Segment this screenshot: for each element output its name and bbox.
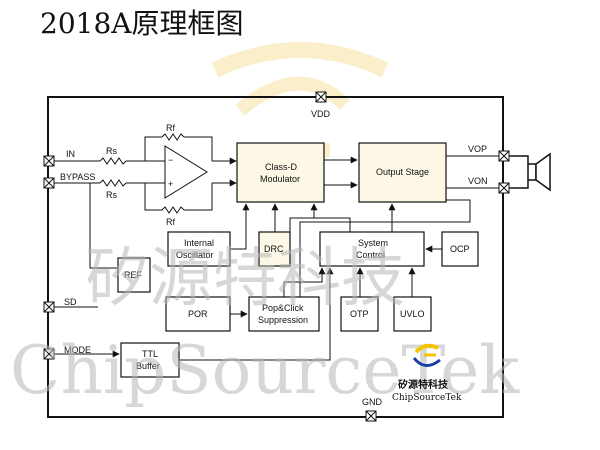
uvlo-label: UVLO: [400, 309, 425, 319]
ocp-label: OCP: [450, 244, 470, 254]
vdd-label: VDD: [311, 109, 331, 119]
otp-label: OTP: [350, 309, 369, 319]
mode-label: MODE: [64, 345, 91, 355]
chip-boundary: [47, 96, 504, 418]
otp-block: [340, 296, 379, 332]
rf-top-resistor: [161, 133, 185, 141]
input-network: [54, 133, 213, 269]
von-label: VON: [468, 176, 488, 186]
in-label: IN: [66, 149, 75, 159]
drc-label: DRC: [264, 244, 284, 254]
por-label: POR: [188, 309, 208, 319]
osc-label-2: Oscillator: [176, 250, 214, 260]
pop-click-block: [248, 296, 320, 332]
osc-label-1: Internal: [184, 238, 214, 248]
classd-label-1: Class-D: [265, 162, 298, 172]
von-terminal: [498, 182, 510, 194]
signal-arrows: [54, 155, 499, 361]
bypass-terminal: [43, 177, 55, 189]
opamp-plus: +: [168, 179, 173, 189]
rf-bottom-label: Rf: [166, 217, 175, 227]
internal-oscillator-block: [167, 231, 231, 267]
gnd-terminal: [365, 410, 377, 422]
logo-chinese-text: 矽源特科技: [398, 378, 449, 391]
watermark-logo: [211, 42, 389, 157]
page-title: 2018A原理框图: [40, 7, 244, 40]
logo-english-text: ChipSourceTek: [392, 393, 462, 403]
uvlo-block: [393, 296, 432, 332]
watermark-chinese: 矽源特科技: [85, 242, 405, 316]
rf-bottom-resistor: [161, 206, 185, 214]
pop-label-2: Suppression: [258, 315, 308, 325]
bypass-label: BYPASS: [60, 172, 95, 182]
sys-label-1: System: [358, 238, 388, 248]
sd-label: SD: [64, 297, 77, 307]
speaker-icon: [509, 152, 551, 192]
vop-label: VOP: [468, 144, 487, 154]
por-block: [165, 296, 231, 332]
amp-to-modulator-arrows: [212, 157, 237, 187]
ocp-block: [441, 231, 479, 267]
rs-top-label: Rs: [106, 146, 117, 156]
rs-top-resistor: [99, 157, 127, 165]
sd-terminal: [43, 301, 55, 313]
output-stage-label: Output Stage: [376, 167, 429, 177]
blocks: [117, 142, 479, 378]
ttl-buffer-block: [120, 342, 180, 378]
ttl-label-2: Buffer: [136, 361, 160, 371]
rf-top-label: Rf: [166, 123, 175, 133]
rs-bottom-resistor: [99, 179, 127, 187]
pop-label-1: Pop&Click: [262, 303, 304, 313]
rs-bottom-label: Rs: [106, 190, 117, 200]
ttl-label-1: TTL: [142, 349, 158, 359]
gnd-label: GND: [362, 397, 383, 407]
output-stage-block: [358, 142, 447, 203]
opamp-triangle: [164, 145, 208, 199]
ref-block: [117, 257, 151, 293]
in-terminal: [43, 155, 55, 167]
company-logo: [412, 343, 441, 367]
classd-modulator-block: [236, 142, 325, 203]
ref-label: REF: [124, 270, 143, 280]
vdd-terminal: [315, 91, 327, 103]
system-control-block: [319, 231, 425, 267]
vop-terminal: [498, 150, 510, 162]
sys-label-2: Control: [356, 250, 385, 260]
opamp-minus: −: [168, 155, 173, 165]
classd-label-2: Modulator: [260, 174, 300, 184]
